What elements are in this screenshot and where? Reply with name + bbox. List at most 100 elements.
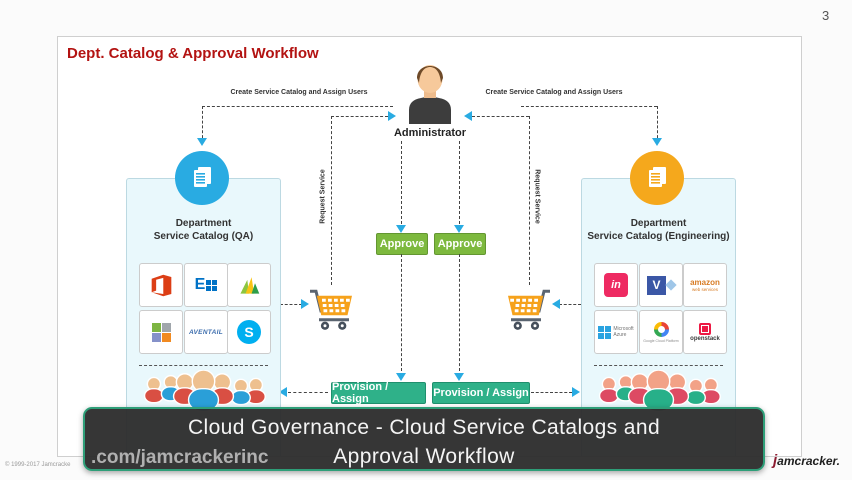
approve-button-right: Approve [434, 233, 486, 255]
connector-create-left-drop [202, 106, 203, 143]
azure-icon: Microsoft Azure [598, 325, 634, 339]
invision-icon: in [604, 273, 628, 297]
shopping-cart-icon-right [508, 289, 550, 330]
visio-diamond [665, 279, 677, 291]
tile-azure: Microsoft Azure [594, 310, 638, 354]
connector-right-panel-to-cart [559, 304, 581, 305]
tile-microsoft-apps [139, 310, 183, 354]
tile-aventail: AVENTAIL [184, 310, 228, 354]
administrator-label: Administrator [393, 127, 467, 139]
copyright-text: © 1999-2017 Jamcracke [5, 462, 71, 468]
shopping-cart-icon-left [310, 289, 352, 330]
arrow-provision-left [396, 373, 406, 381]
connector-request-left-top [331, 116, 388, 117]
jamcracker-logo-j: j [773, 452, 778, 469]
left-panel-separator [139, 365, 268, 366]
arrow-into-left-cart [301, 299, 309, 309]
arrow-request-right-to-admin [464, 111, 472, 121]
aws-icon: amazon [690, 277, 720, 287]
skype-icon: S [237, 320, 261, 344]
right-panel-separator [594, 365, 723, 366]
channel-watermark: .com/jamcrackerinc [91, 447, 269, 468]
arrow-approve-left [396, 225, 406, 233]
catalog-circle-engineering [630, 151, 684, 205]
visio-letter: V [647, 275, 666, 295]
connector-provision-to-right-panel [531, 392, 572, 393]
create-service-label-left: Create Service Catalog and Assign Users [230, 89, 368, 96]
approve-button-left: Approve [376, 233, 428, 255]
google-cloud-icon [653, 321, 669, 337]
connector-provision-to-left-panel [288, 392, 328, 393]
provision-assign-button-right: Provision / Assign [432, 382, 530, 404]
azure-text2: Azure [613, 332, 627, 338]
azure-flag [598, 325, 612, 339]
users-group-icon-left [143, 370, 266, 412]
tile-microsoft-exchange: E [184, 263, 228, 307]
tile-microsoft-office [139, 263, 183, 307]
exchange-letter: E [194, 276, 206, 293]
arrow-into-right-cart [552, 299, 560, 309]
connector-approve-provision-left [401, 254, 402, 376]
right-panel-title-line1: Department [630, 218, 687, 229]
aws-subtext: web services [691, 286, 718, 292]
video-caption-overlay: Cloud Governance - Cloud Service Catalog… [83, 407, 765, 471]
aventail-icon: AVENTAIL [189, 328, 223, 336]
openstack-icon [699, 322, 711, 335]
catalog-document-icon-right [649, 167, 666, 187]
connector-create-right-drop [657, 106, 658, 143]
connector-request-right [529, 116, 530, 285]
tile-aws: amazon web services [683, 263, 727, 307]
left-panel-title: Department Service Catalog (QA) [127, 217, 280, 243]
connector-create-left [202, 106, 393, 107]
right-panel-title-line2: Service Catalog (Engineering) [587, 231, 730, 242]
jamcracker-logo-text: amcracker. [777, 454, 840, 468]
request-service-label-right: Request Service [533, 169, 541, 224]
right-panel-title: Department Service Catalog (Engineering) [582, 217, 735, 243]
tile-google-cloud: Google Cloud Platform [639, 310, 683, 354]
microsoft-squares-icon [151, 322, 171, 342]
provision-assign-button-left: Provision / Assign [331, 381, 426, 405]
slide-canvas: Dept. Catalog & Approval Workflow Admini… [57, 36, 802, 457]
jamcracker-logo: jamcracker. [773, 452, 840, 469]
left-panel-title-line1: Department [175, 218, 232, 229]
visio-icon: V [647, 275, 677, 295]
arrow-to-right-circle [652, 138, 662, 146]
connector-create-right [521, 106, 657, 107]
tile-visio: V [639, 263, 683, 307]
connector-left-panel-to-cart [280, 304, 302, 305]
department-catalog-panel-engineering: Department Service Catalog (Engineering)… [581, 178, 736, 456]
slide-title: Dept. Catalog & Approval Workflow [67, 45, 319, 62]
arrow-to-left-users [279, 387, 287, 397]
connector-admin-approve-right [459, 141, 460, 229]
microsoft-office-icon [151, 274, 171, 296]
connector-request-left [331, 116, 332, 285]
google-cloud-label: Google Cloud Platform [643, 338, 679, 343]
caption-line1: Cloud Governance - Cloud Service Catalog… [187, 416, 661, 439]
arrow-to-left-circle [197, 138, 207, 146]
exchange-grid [206, 279, 218, 291]
catalog-circle-qa [175, 151, 229, 205]
tile-invision: in [594, 263, 638, 307]
left-panel-title-line2: Service Catalog (QA) [153, 231, 254, 242]
connector-approve-provision-right [459, 254, 460, 376]
administrator-icon [409, 65, 451, 124]
users-group-icon-right [598, 370, 721, 412]
connector-admin-approve-left [401, 141, 402, 229]
tile-microsoft-dynamics [227, 263, 271, 307]
caption-line2: Approval Workflow [333, 445, 515, 468]
microsoft-exchange-icon: E [195, 276, 218, 294]
catalog-document-icon-left [194, 167, 211, 187]
arrow-request-left-to-admin [388, 111, 396, 121]
tile-skype: S [227, 310, 271, 354]
tile-openstack: openstack [683, 310, 727, 354]
microsoft-dynamics-icon [240, 277, 260, 294]
connector-request-right-top [472, 116, 529, 117]
arrow-provision-right [454, 373, 464, 381]
openstack-label: openstack [690, 335, 720, 342]
arrow-to-right-users [572, 387, 580, 397]
arrow-approve-right [454, 225, 464, 233]
azure-text1: Microsoft [613, 326, 634, 332]
create-service-label-right: Create Service Catalog and Assign Users [485, 89, 623, 96]
page-number: 3 [822, 8, 830, 23]
request-service-label-left: Request Service [319, 169, 327, 224]
